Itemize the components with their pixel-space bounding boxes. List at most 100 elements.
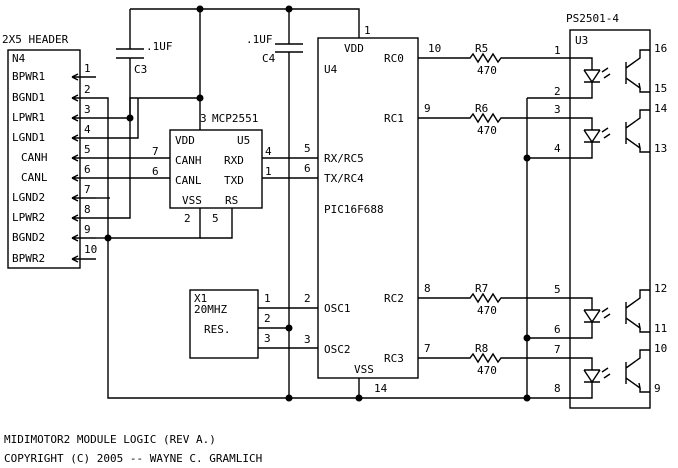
u3-left-pin-number: 2 (554, 85, 561, 98)
x1-value: 20MHZ (194, 303, 227, 316)
u4-pin-rc3-num: 7 (424, 342, 431, 355)
u5-pin-txd-num: 1 (265, 165, 272, 178)
r8-ref: R8 (475, 342, 488, 355)
r5-ref: R5 (475, 42, 488, 55)
u4-box (317, 37, 419, 379)
u4-pin-vss-num: 14 (374, 382, 388, 395)
junction-dot (523, 394, 531, 402)
u3-box (569, 29, 651, 409)
header-pin-leads (71, 73, 96, 263)
header-pin-label: LGND1 (12, 131, 45, 144)
header-pin-label: BGND2 (12, 231, 45, 244)
resonator-x1: X1 20MHZ RES. 1 2 3 (189, 289, 318, 359)
header-pin-label: CANL (21, 171, 48, 184)
u5-pin-rxd-num: 4 (265, 145, 272, 158)
u4-pin-rc2-num: 8 (424, 282, 431, 295)
u4-osc2-label: OSC2 (324, 343, 351, 356)
u4-osc1-label: OSC1 (324, 302, 351, 315)
header-pin-label: BGND1 (12, 91, 45, 104)
u3-channel (570, 289, 650, 339)
u3-right-pin-number: 16 (654, 42, 667, 55)
u5-rxd-label: RXD (224, 154, 244, 167)
u3-part: PS2501-4 (566, 12, 619, 25)
junction-dot (285, 324, 293, 332)
u4-pin-rc1-num: 9 (424, 102, 431, 115)
u3-left-pin-number: 1 (554, 44, 561, 57)
header-pin-number: 4 (84, 123, 91, 136)
u4-vss-label: VSS (354, 363, 374, 376)
header-box (7, 49, 81, 269)
u3-left-pin-number: 6 (554, 323, 561, 336)
u3-channel (570, 109, 650, 159)
header-pin-number: 2 (84, 83, 91, 96)
header-pin-number: 6 (84, 163, 91, 176)
u5-txd-label: TXD (224, 174, 244, 187)
u4-pin-osc2-num: 3 (304, 333, 311, 346)
r5-value: 470 (477, 64, 497, 77)
c4-value: .1UF (246, 33, 273, 46)
u5-canl-label: CANL (175, 174, 202, 187)
c4-ref: C4 (262, 52, 276, 65)
junctions (104, 5, 531, 402)
u3-left-pin-number: 8 (554, 382, 561, 395)
header-pin-number: 3 (84, 103, 91, 116)
ic-u4: 1 VDD U4 RC0 RC1 RX/RC5 TX/RC4 PIC16F688… (304, 24, 441, 395)
capacitor-c3: .1UF C3 (96, 9, 173, 219)
u3-channel (570, 349, 650, 399)
x1-box (189, 289, 259, 359)
u5-pin-canl-num: 6 (152, 165, 159, 178)
u5-part: MCP2551 (212, 112, 258, 125)
u5-pin-canh-num: 7 (152, 145, 159, 158)
r6-value: 470 (477, 124, 497, 137)
u3-right-pin-number: 10 (654, 342, 667, 355)
u5-pin-rs-num: 5 (212, 212, 219, 225)
u4-part: PIC16F688 (324, 203, 384, 216)
x1-pin2-num: 2 (264, 312, 271, 325)
u3-right-pin-number: 12 (654, 282, 667, 295)
u4-pin-tx-num: 6 (304, 162, 311, 175)
power-nets (96, 8, 527, 399)
u5-vdd-label: VDD (175, 134, 195, 147)
r8-value: 470 (477, 364, 497, 377)
junction-dot (523, 334, 531, 342)
junction-dot (523, 154, 531, 162)
junction-dot (285, 5, 293, 13)
u4-pin-rx-num: 5 (304, 142, 311, 155)
u3-left-pin-number: 7 (554, 343, 561, 356)
header-title: 2X5 HEADER (2, 33, 69, 46)
ic-u5: 3 MCP2551 VDD U5 CANH RXD CANL TXD VSS R… (96, 98, 318, 225)
r7-ref: R7 (475, 282, 488, 295)
u5-vss-label: VSS (182, 194, 202, 207)
u5-box (169, 129, 263, 209)
u3-left-pin-number: 3 (554, 103, 561, 116)
u3-left-pin-number: 4 (554, 142, 561, 155)
u4-rc0-label: RC0 (384, 52, 404, 65)
junction-dot (104, 234, 112, 242)
junction-dot (285, 394, 293, 402)
junction-dot (126, 114, 134, 122)
u4-rc2-label: RC2 (384, 292, 404, 305)
u3-left-pin-number: 5 (554, 283, 561, 296)
header-ref: N4 (12, 52, 26, 65)
footer-title: MIDIMOTOR2 MODULE LOGIC (REV A.) (4, 433, 216, 446)
u3-right-pin-number: 9 (654, 382, 661, 395)
capacitor-c4: .1UF C4 (246, 9, 303, 398)
u4-rc3-label: RC3 (384, 352, 404, 365)
x1-type: RES. (204, 323, 231, 336)
header-pin-label: BPWR2 (12, 252, 45, 265)
u4-rc1-label: RC1 (384, 112, 404, 125)
u3-right-pin-number: 15 (654, 82, 667, 95)
header-pin-label: LPWR1 (12, 111, 45, 124)
header-pin-number: 10 (84, 243, 97, 256)
x1-pin3-num: 3 (264, 332, 271, 345)
u3-right-pin-number: 14 (654, 102, 668, 115)
header-n4: 2X5 HEADER N4 BPWR1 BGND1 LPWR1 LGND1 CA… (2, 33, 97, 269)
footer-copyright: COPYRIGHT (C) 2005 -- WAYNE C. GRAMLICH (4, 452, 262, 465)
header-pin-label: LPWR2 (12, 211, 45, 224)
junction-dot (355, 394, 363, 402)
c3-ref: C3 (134, 63, 147, 76)
u4-pin-osc1-num: 2 (304, 292, 311, 305)
u5-ref: U5 (237, 134, 250, 147)
u4-pin-vdd-num: 1 (364, 24, 371, 37)
